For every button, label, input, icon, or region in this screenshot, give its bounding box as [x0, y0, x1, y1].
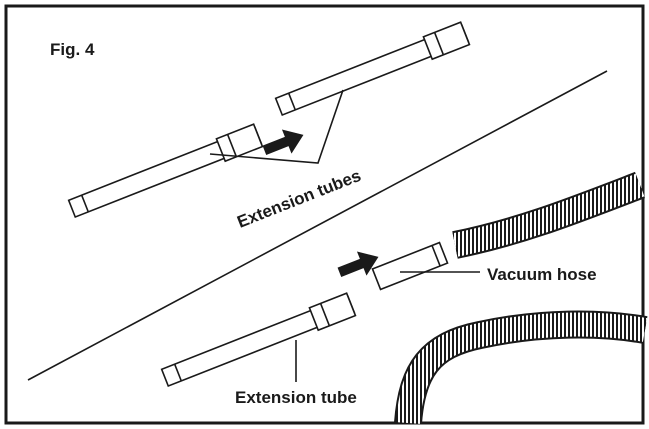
extension-tube-upper-right	[274, 21, 471, 117]
arrow-icon-bottom	[337, 251, 379, 277]
figure-label: Fig. 4	[50, 40, 95, 59]
label-vacuum-hose: Vacuum hose	[487, 265, 597, 284]
leader-line-tubes	[209, 89, 344, 164]
label-extension-tubes: Extension tubes	[235, 166, 364, 232]
label-extension-tube: Extension tube	[235, 388, 357, 407]
arrow-icon-top	[262, 129, 304, 155]
hose-cuff	[371, 241, 449, 291]
figure-border	[4, 4, 645, 425]
extension-tube-lower	[160, 292, 357, 388]
divider-line	[27, 70, 608, 381]
extension-tube-upper-left	[67, 123, 264, 219]
